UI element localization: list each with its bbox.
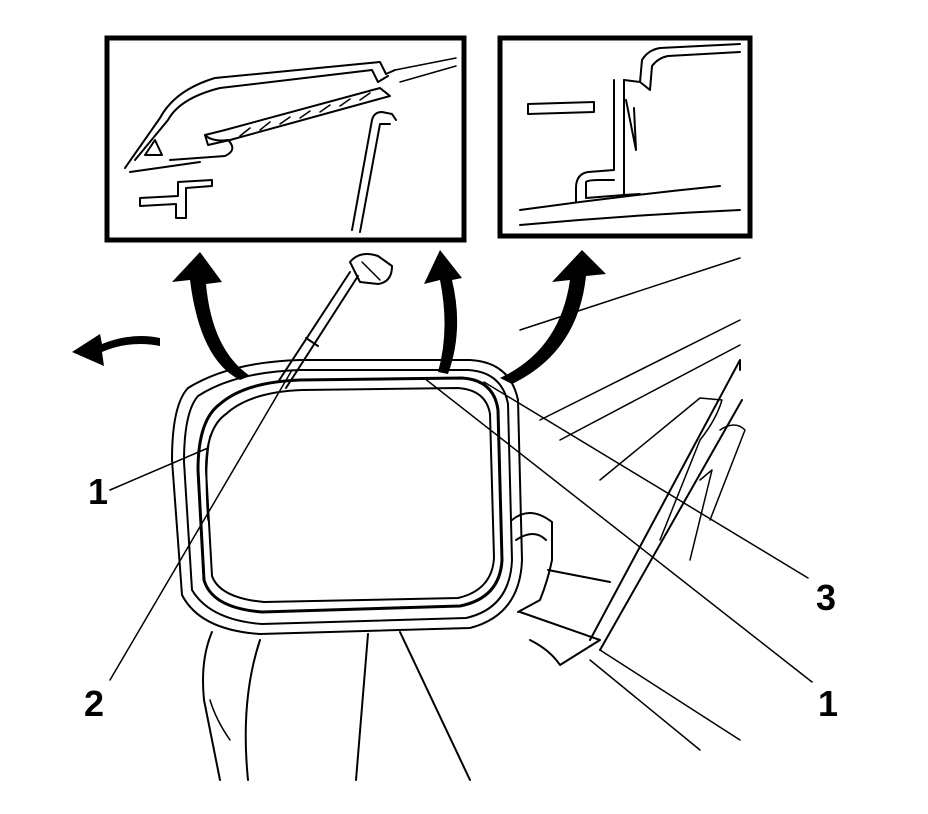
curved-arrow-icon [172,252,250,380]
callout-1-right: 1 [818,683,838,724]
curved-arrow-icon [424,250,462,374]
detail-view-left [104,35,467,243]
mirror-glass [196,376,504,614]
callout-1-left: 1 [88,471,108,512]
leader-lines [109,369,813,683]
pry-tool [277,253,393,389]
left-arrow-icon [72,334,160,366]
callout-2: 2 [84,683,104,724]
callout-3: 3 [816,577,836,618]
mirror-housing [171,359,611,781]
curved-arrow-icon [500,250,606,384]
detail-view-right [497,35,753,239]
door-body [519,257,746,751]
